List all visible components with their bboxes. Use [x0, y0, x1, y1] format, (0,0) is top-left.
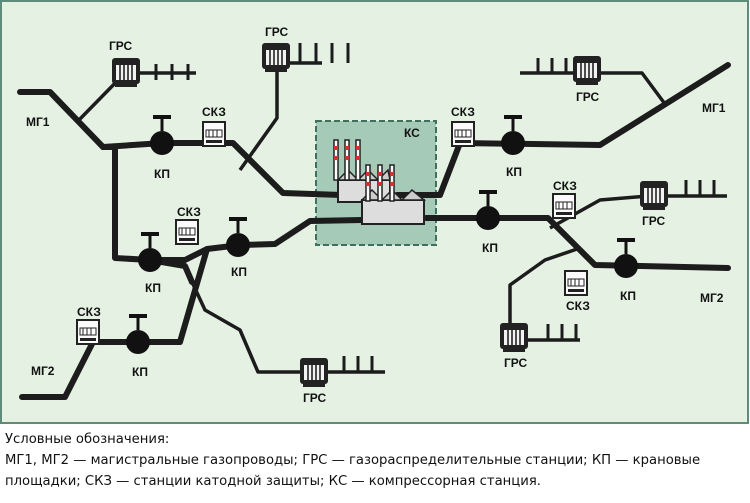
- label-skz: СКЗ: [566, 299, 590, 313]
- compressor-station-icon: [333, 139, 427, 225]
- legend: Условные обозначения: МГ1, МГ2 — магистр…: [5, 429, 747, 492]
- grs-station-icon: [111, 57, 141, 88]
- skz-station-icon: [175, 219, 199, 245]
- skz-station-icon: [202, 121, 226, 147]
- label-mg2-left: МГ2: [31, 364, 55, 378]
- branch-ticks: [154, 43, 716, 372]
- label-skz: СКЗ: [451, 105, 475, 119]
- label-kp: КП: [154, 167, 170, 181]
- label-grs: ГРС: [504, 356, 528, 370]
- grs-station-icon: [261, 42, 291, 73]
- label-grs: ГРС: [642, 214, 666, 228]
- grs-station-icon: [639, 180, 669, 211]
- label-skz: СКЗ: [202, 105, 226, 119]
- legend-line-2: площадки; СКЗ — станции катодной защиты;…: [5, 474, 541, 489]
- label-kp: КП: [482, 241, 498, 255]
- label-grs: ГРС: [265, 25, 289, 39]
- label-skz: СКЗ: [553, 179, 577, 193]
- grs-station-icon: [572, 55, 602, 86]
- label-kp: КП: [231, 265, 247, 279]
- label-kp: КП: [506, 165, 522, 179]
- legend-title: Условные обозначения:: [5, 432, 170, 447]
- label-grs: ГРС: [576, 90, 600, 104]
- label-grs: ГРС: [303, 391, 327, 405]
- grs-station-icon: [299, 357, 329, 388]
- label-grs: ГРС: [109, 39, 133, 53]
- label-kp: КП: [132, 365, 148, 379]
- label-kp: КП: [620, 289, 636, 303]
- label-kp: КП: [145, 281, 161, 295]
- skz-station-icon: [76, 319, 100, 345]
- label-skz: СКЗ: [77, 305, 101, 319]
- label-ks: КС: [404, 126, 420, 140]
- label-mg2-right: МГ2: [700, 291, 724, 305]
- legend-line-1: МГ1, МГ2 — магистральные газопроводы; ГР…: [5, 453, 701, 468]
- skz-station-icon: [564, 270, 588, 296]
- label-mg1-right: МГ1: [702, 101, 726, 115]
- label-skz: СКЗ: [177, 205, 201, 219]
- pipeline-network: МГ1 МГ1 МГ2 МГ2 ГРС ГРС ГРС ГРС ГРС ГРС …: [0, 0, 749, 424]
- skz-station-icon: [552, 193, 576, 219]
- skz-station-icon: [451, 121, 475, 147]
- label-mg1-left: МГ1: [26, 115, 50, 129]
- grs-station-icon: [499, 322, 529, 353]
